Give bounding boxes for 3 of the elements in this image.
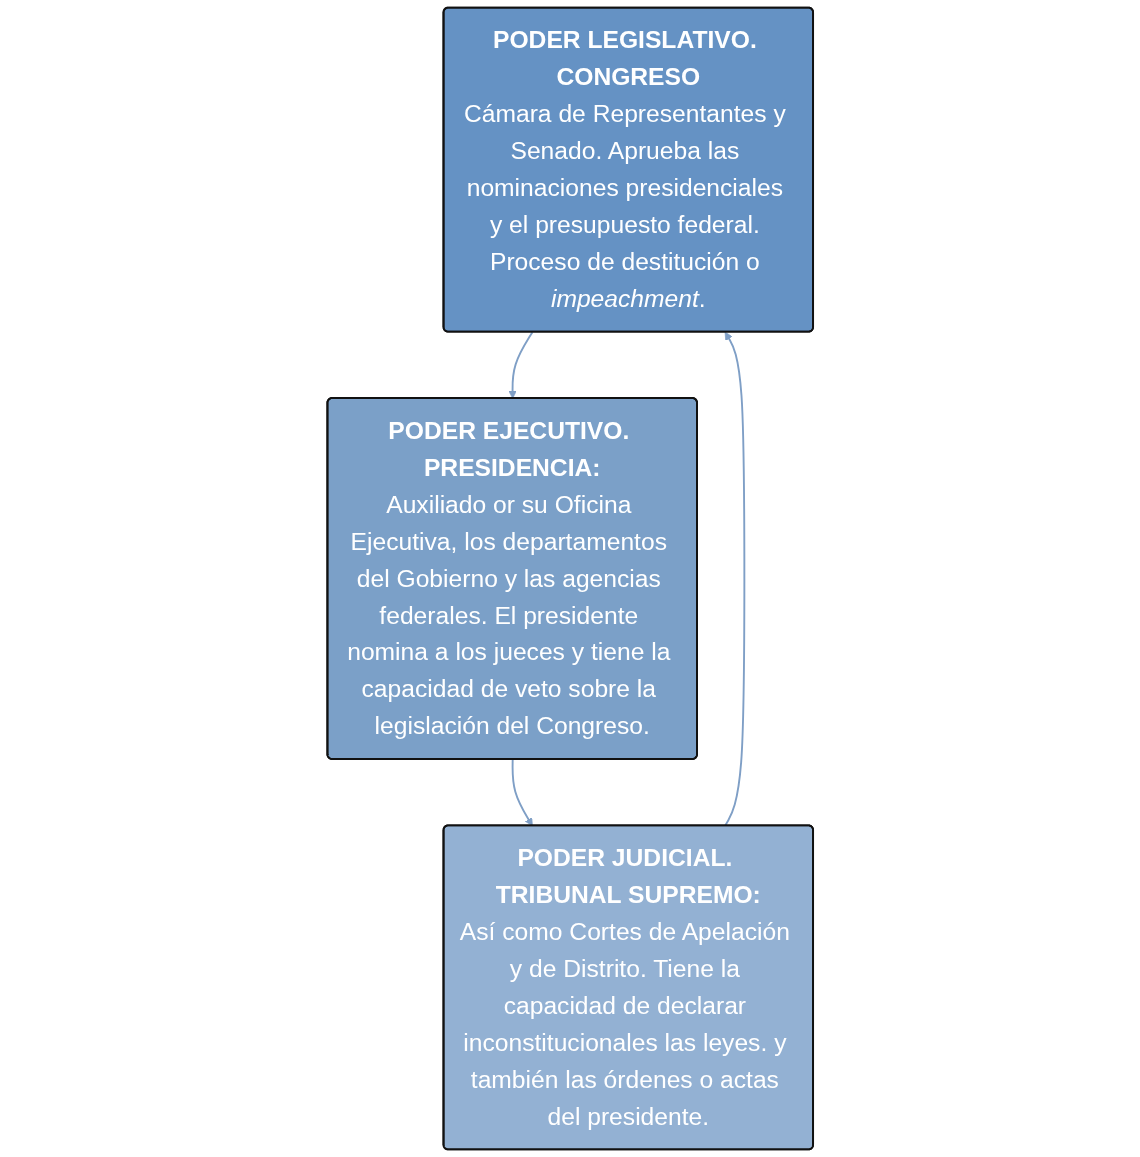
arrow bbox=[723, 331, 746, 827]
arrow bbox=[508, 331, 534, 399]
arrow bbox=[511, 758, 533, 827]
